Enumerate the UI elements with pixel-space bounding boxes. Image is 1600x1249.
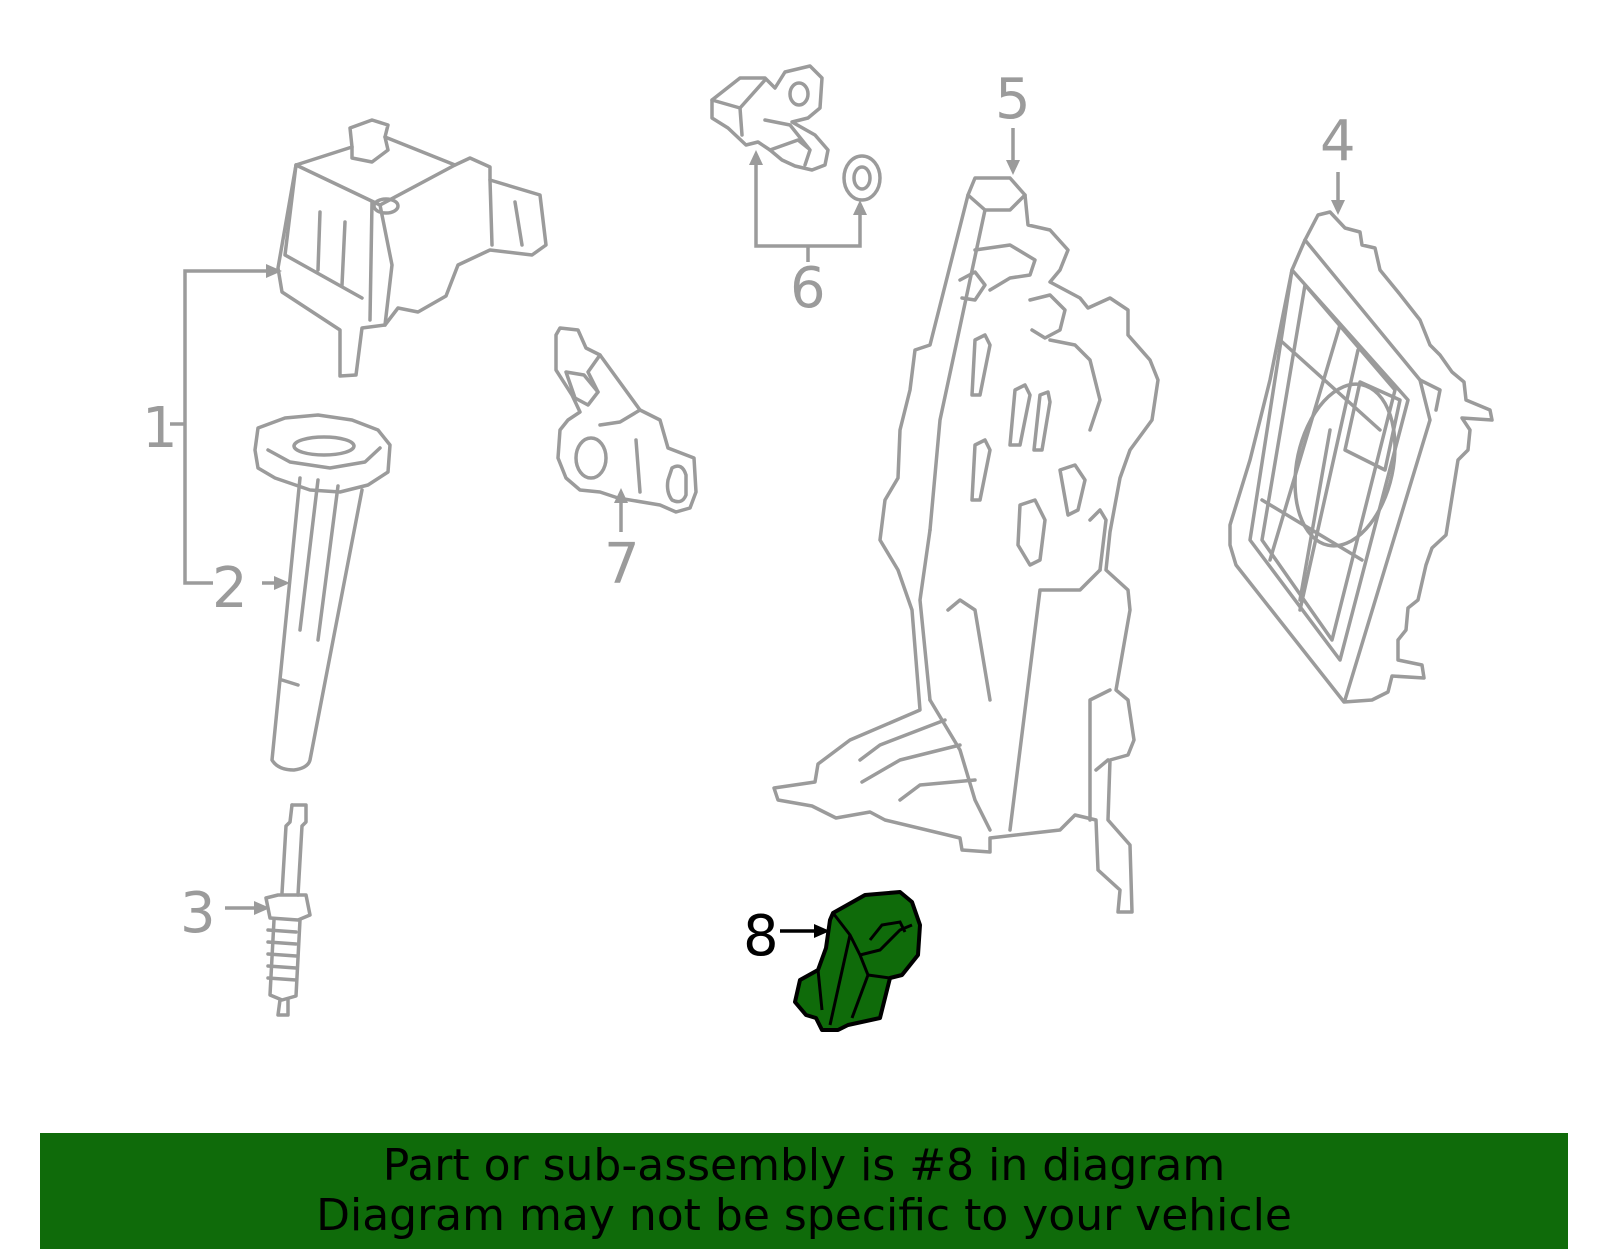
callout-7: 7 bbox=[604, 532, 640, 597]
control-module-4-drawing bbox=[1228, 210, 1494, 704]
banner-line-1: Part or sub-assembly is #8 in diagram bbox=[382, 1140, 1226, 1191]
ignition-coil-drawing bbox=[276, 118, 548, 378]
notice-banner: Part or sub-assembly is #8 in diagram Di… bbox=[40, 1133, 1568, 1249]
callout-4: 4 bbox=[1320, 109, 1356, 174]
banner-line-2: Diagram may not be specific to your vehi… bbox=[316, 1190, 1292, 1241]
callout-2: 2 bbox=[212, 556, 248, 621]
highlighted-part-8-drawing bbox=[793, 890, 922, 1032]
sensor-6-drawing bbox=[710, 64, 882, 202]
coil-boot-drawing bbox=[253, 413, 392, 772]
leader-lines bbox=[170, 128, 1345, 938]
callout-5: 5 bbox=[995, 67, 1031, 132]
bracket-5-drawing bbox=[772, 176, 1160, 914]
callout-3: 3 bbox=[180, 881, 216, 946]
callout-1: 1 bbox=[142, 396, 178, 461]
callout-8: 8 bbox=[743, 904, 779, 969]
sensor-7-drawing bbox=[554, 326, 698, 514]
callout-6: 6 bbox=[790, 256, 826, 321]
spark-plug-drawing bbox=[264, 803, 312, 1017]
